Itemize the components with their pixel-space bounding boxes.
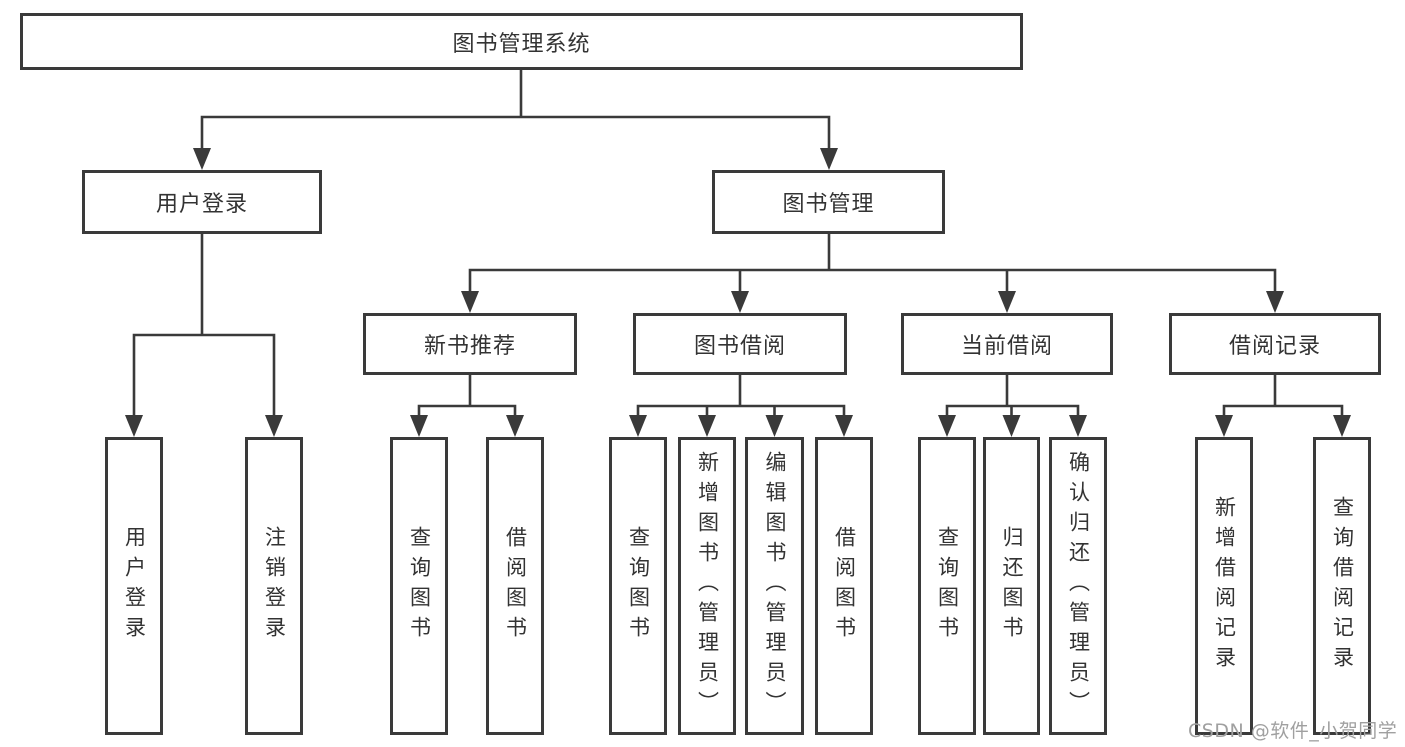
leaf-query-books-recommend: 查询图书 (390, 437, 448, 735)
node-current-borrow: 当前借阅 (901, 313, 1113, 375)
leaf-label: 归还图书 (1000, 526, 1024, 646)
leaf-label: 查询图书 (935, 526, 960, 646)
leaf-label: 注销登录 (262, 526, 287, 646)
leaf-borrow-books-recommend: 借阅图书 (486, 437, 544, 735)
watermark: CSDN @软件_小贺同学 (1188, 720, 1398, 742)
leaf-return-books: 归还图书 (983, 437, 1040, 735)
node-label: 新书推荐 (423, 334, 516, 359)
node-label: 图书管理系统 (452, 31, 591, 57)
leaf-query-books-current: 查询图书 (918, 437, 976, 735)
leaf-label: 新增图书（管理员） (695, 451, 720, 721)
node-label: 用户登录 (155, 192, 248, 217)
leaf-label: 编辑图书（管理员） (763, 451, 787, 721)
leaf-query-borrow-record: 查询借阅记录 (1313, 437, 1371, 735)
leaf-label: 借阅图书 (503, 526, 528, 646)
leaf-borrow-books: 借阅图书 (815, 437, 873, 735)
node-book-borrow: 图书借阅 (633, 313, 847, 375)
leaf-label: 用户登录 (122, 526, 147, 646)
node-library-system: 图书管理系统 (20, 13, 1023, 70)
node-borrow-records: 借阅记录 (1169, 313, 1381, 375)
node-label: 借阅记录 (1228, 334, 1321, 359)
node-label: 图书管理 (782, 192, 875, 217)
leaf-add-book-admin: 新增图书（管理员） (678, 437, 736, 735)
leaf-confirm-return-admin: 确认归还（管理员） (1049, 437, 1107, 735)
node-label: 当前借阅 (960, 334, 1053, 359)
leaf-add-borrow-record: 新增借阅记录 (1195, 437, 1253, 735)
leaf-user-login: 用户登录 (105, 437, 163, 735)
leaf-label: 查询借阅记录 (1330, 496, 1355, 676)
leaf-logout: 注销登录 (245, 437, 303, 735)
leaf-label: 查询图书 (626, 526, 651, 646)
leaf-label: 新增借阅记录 (1212, 496, 1237, 676)
node-new-book-recommend: 新书推荐 (363, 313, 577, 375)
leaf-label: 借阅图书 (832, 526, 857, 646)
leaf-edit-book-admin: 编辑图书（管理员） (745, 437, 804, 735)
node-label: 图书借阅 (693, 334, 786, 359)
node-user-login: 用户登录 (82, 170, 322, 234)
node-book-management: 图书管理 (712, 170, 945, 234)
leaf-label: 确认归还（管理员） (1066, 451, 1091, 721)
leaf-label: 查询图书 (407, 526, 432, 646)
leaf-query-books-borrow: 查询图书 (609, 437, 667, 735)
